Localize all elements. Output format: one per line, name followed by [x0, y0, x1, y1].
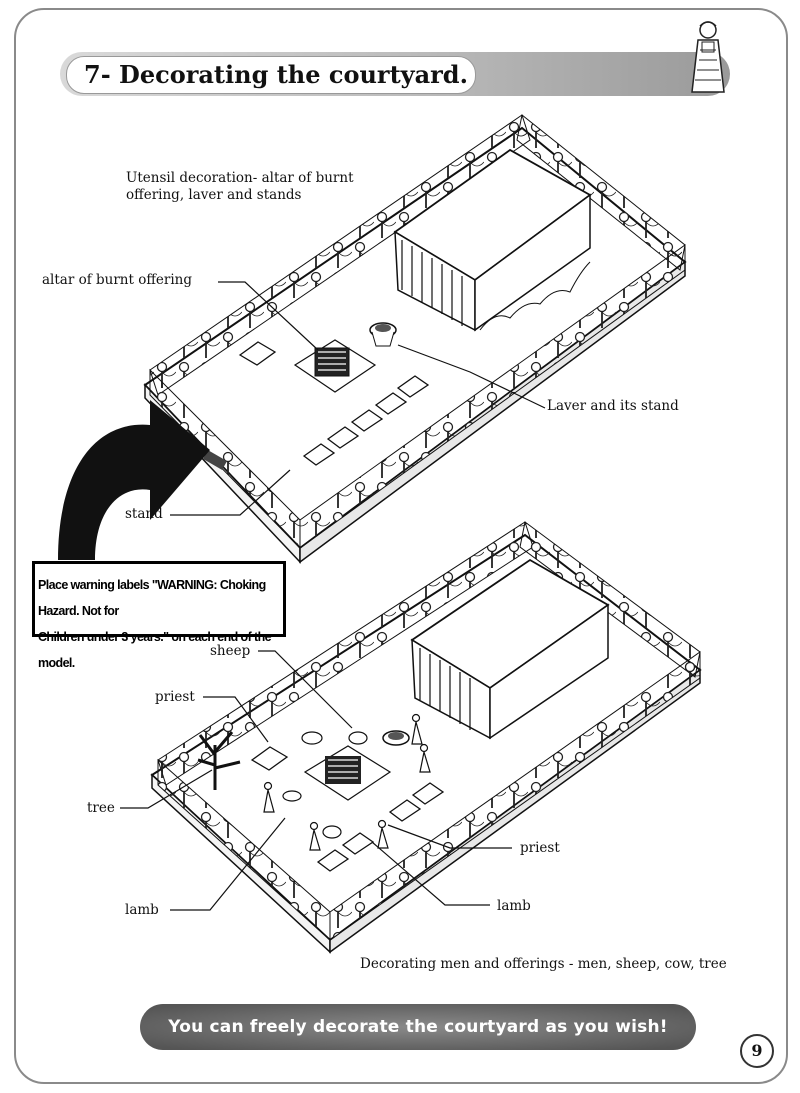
- label-priest-right: priest: [520, 840, 560, 856]
- bottom-courtyard-model: [150, 521, 702, 954]
- label-lamb-left: lamb: [125, 902, 159, 918]
- page-number: 9: [740, 1034, 774, 1068]
- footer-banner-text: You can freely decorate the courtyard as…: [168, 1017, 668, 1037]
- warning-line2: Children under 3 years." on each end of …: [38, 630, 272, 670]
- label-sheep: sheep: [210, 643, 251, 659]
- label-lamb-right: lamb: [497, 898, 531, 914]
- warning-box: [32, 561, 286, 637]
- warning-text: Place warning labels "WARNING: Choking H…: [38, 572, 282, 676]
- title-pill: [66, 56, 476, 94]
- warning-line1: Place warning labels "WARNING: Choking H…: [38, 578, 266, 618]
- top-caption-line2: offering, laver and stands: [126, 187, 302, 203]
- bottom-caption: Decorating men and offerings - men, shee…: [360, 956, 727, 972]
- page-frame: [14, 8, 788, 1084]
- label-tree: tree: [87, 800, 115, 816]
- top-courtyard-model: [143, 114, 687, 564]
- label-altar: altar of burnt offering: [42, 272, 193, 288]
- page-title: 7- Decorating the courtyard.: [84, 60, 468, 89]
- curved-arrow-icon: [58, 400, 210, 560]
- label-stand: stand: [125, 506, 163, 522]
- bottom-leader-lines: [120, 650, 512, 911]
- top-caption-line1: Utensil decoration- altar of burnt: [126, 170, 354, 186]
- top-caption: Utensil decoration- altar of burnt offer…: [126, 170, 354, 204]
- label-priest-left: priest: [155, 689, 195, 705]
- label-laver: Laver and its stand: [547, 398, 679, 414]
- footer-banner: [140, 1004, 696, 1050]
- top-leader-lines: [170, 281, 546, 516]
- priest-mascot-icon: [691, 21, 725, 93]
